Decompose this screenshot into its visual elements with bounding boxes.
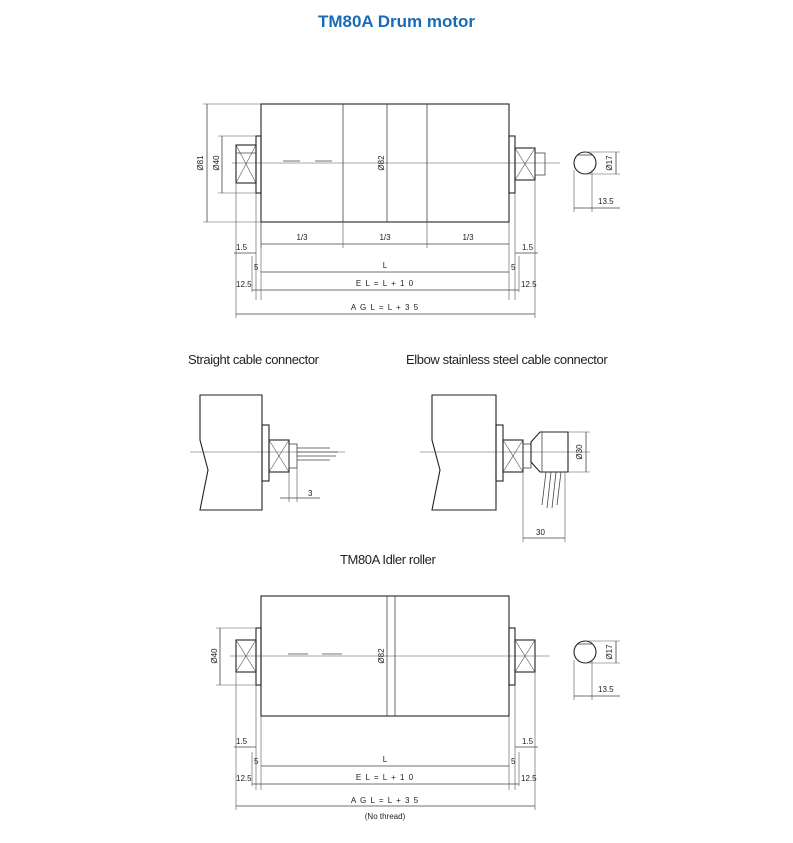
idler-dim-EL: E L = L + 1 0 [356,773,414,782]
idler-dim-L: L [383,755,388,764]
dim-w5-right: 5 [511,263,516,272]
dim-w15-right: 1.5 [522,243,534,252]
dim-w15-left: 1.5 [236,243,248,252]
dim-straight-3: 3 [308,489,313,498]
idler-note: (No thread) [365,812,406,821]
idler-dim-d17: Ø17 [605,644,614,660]
idler-roller-caption: TM80A Idler roller [340,552,436,567]
dim-d135: 13.5 [598,197,614,206]
dim-d40: Ø40 [212,155,221,171]
dim-d17: Ø17 [605,155,614,171]
idler-roller-drawing: Ø40 Ø82 1.5 1.5 5 5 L 12.5 12.5 E L = L … [210,595,620,821]
dim-elbow-d30: Ø30 [575,444,584,460]
idler-dim-d40: Ø40 [210,648,219,664]
dim-third-2: 1/3 [379,233,391,242]
dim-AGL: A G L = L + 3 5 [351,303,419,312]
dim-third-3: 1/3 [462,233,474,242]
dim-d82: Ø82 [377,155,386,171]
idler-dim-w25-right: 12.5 [521,774,537,783]
straight-connector-caption: Straight cable connector [188,352,319,367]
dim-third-1: 1/3 [296,233,308,242]
idler-dim-d82: Ø82 [377,648,386,664]
elbow-connector-drawing: Ø30 30 [420,394,590,542]
dim-elbow-30: 30 [536,528,545,537]
dim-d81: Ø81 [196,155,205,171]
idler-dim-d135: 13.5 [598,685,614,694]
idler-dim-w15-right: 1.5 [522,737,534,746]
idler-dim-AGL: A G L = L + 3 5 [351,796,419,805]
straight-connector-drawing: 3 [190,394,345,511]
elbow-connector-caption: Elbow stainless steel cable connector [406,352,608,367]
dim-w5-left: 5 [254,263,259,272]
dim-w25-left: 12.5 [236,280,252,289]
idler-dim-w5-right: 5 [511,757,516,766]
idler-dim-w15-left: 1.5 [236,737,248,746]
drum-motor-drawing: Ø81 Ø40 Ø82 1/3 1/3 1/3 1.5 1.5 5 5 L 12… [196,103,620,318]
idler-dim-w5-left: 5 [254,757,259,766]
dim-w25-right: 12.5 [521,280,537,289]
page-title: TM80A Drum motor [317,12,476,31]
idler-dim-w25-left: 12.5 [236,774,252,783]
dim-EL: E L = L + 1 0 [356,279,414,288]
dim-L: L [383,261,388,270]
